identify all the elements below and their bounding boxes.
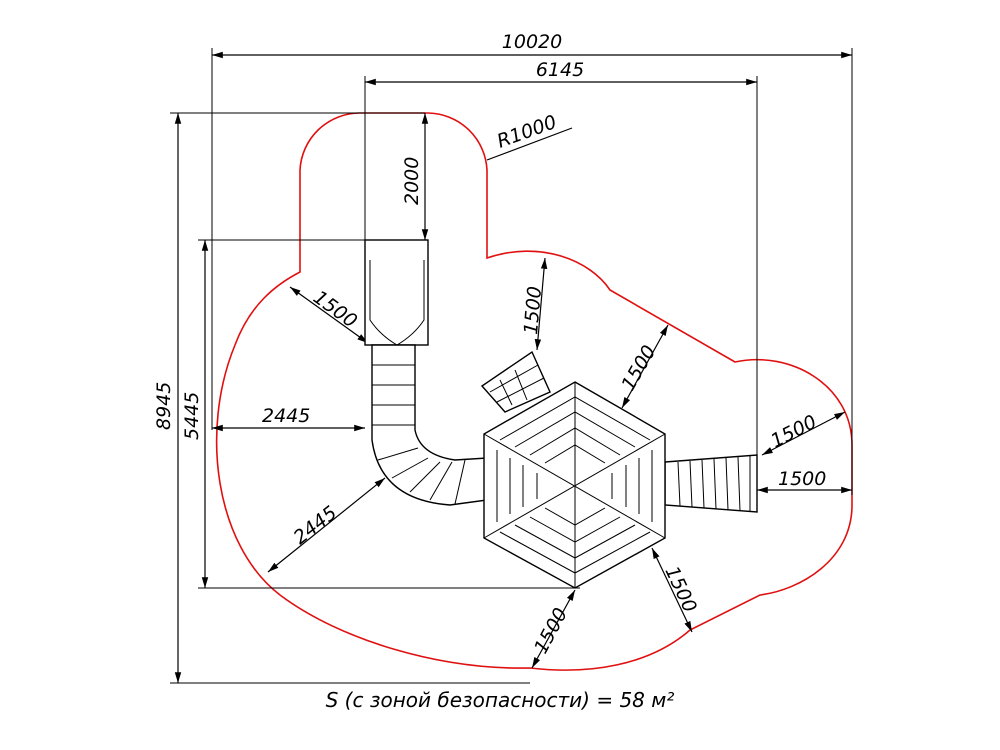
dim-zone-stairs-angled: 1500 [767,411,820,453]
dim-zone-slide-left: 1500 [309,286,361,332]
dim-zone-hex-bottom: 1500 [530,604,572,657]
dim-zone-ladder: 1500 [520,285,546,335]
area-label: S (с зоной безопасности) = 58 м² [325,688,675,712]
dim-zone-hex-lower-right: 1500 [660,563,700,616]
dim-zone-stairs-right: 1500 [778,468,826,490]
dim-zone-hex-upper-right: 1500 [617,342,660,395]
hexagon-tower [483,381,666,589]
stairs [664,454,758,513]
dim-inner-width: 6145 [536,59,584,81]
slide [364,239,488,506]
dim-slide-curve-zone: 2445 [290,502,342,549]
dim-inner-height: 5445 [181,392,203,440]
safety-zone-outline [215,112,853,671]
dim-slide-top-zone: 2000 [401,157,423,205]
dim-total-width: 10020 [502,31,562,53]
ladder [480,350,551,413]
dim-total-height: 8945 [153,382,175,430]
dim-left-offset: 2445 [262,405,310,427]
dim-radius: R1000 [494,111,559,153]
extension-lines [170,48,853,684]
dimension-lines [174,51,852,683]
